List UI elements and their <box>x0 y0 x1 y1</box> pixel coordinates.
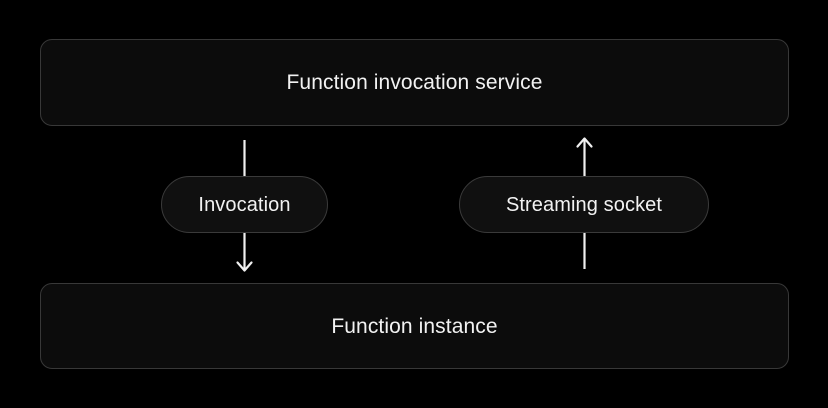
node-streaming-socket: Streaming socket <box>459 176 709 233</box>
node-function-instance: Function instance <box>40 283 789 369</box>
connector-invocation-to-instance <box>236 233 253 272</box>
node-label-function-invocation-service: Function invocation service <box>286 71 543 94</box>
connector-streaming-socket-to-service <box>576 137 593 176</box>
node-label-function-instance: Function instance <box>331 314 498 338</box>
node-label-streaming-socket: Streaming socket <box>505 193 663 216</box>
node-label-invocation: Invocation <box>198 193 291 216</box>
node-invocation: Invocation <box>161 176 328 233</box>
node-function-invocation-service: Function invocation service <box>40 39 789 126</box>
